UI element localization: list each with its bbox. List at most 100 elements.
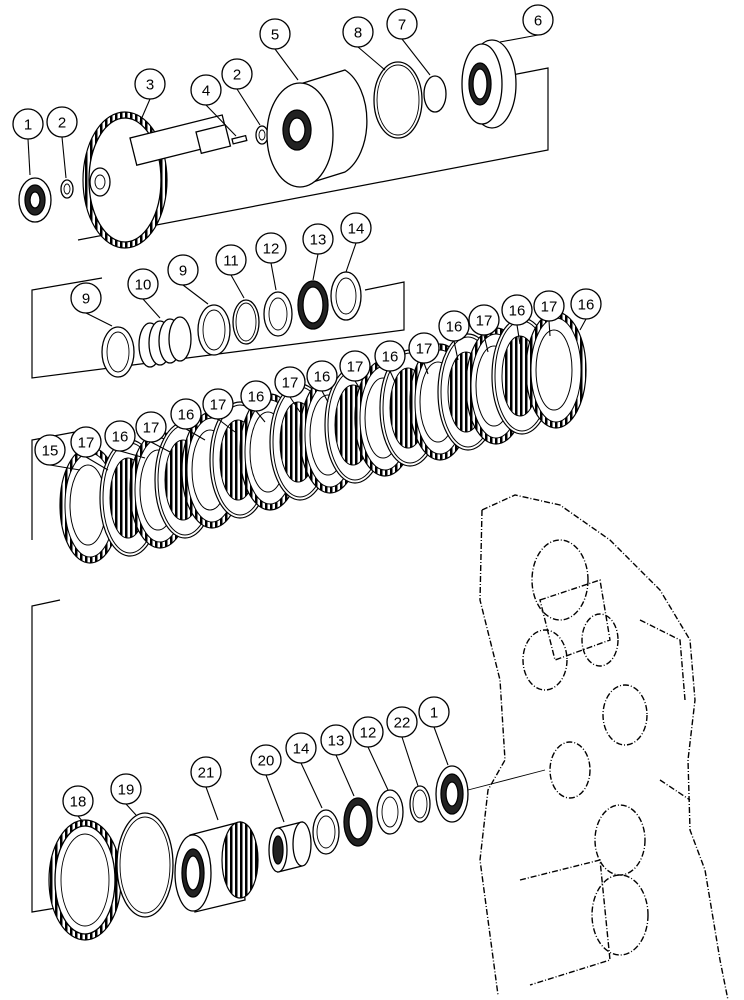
callout-c22: 22 [386,706,418,738]
callout-number: 8 [354,25,362,42]
leader-c19 [125,803,137,816]
callout-number: 12 [263,241,280,258]
washer-12-top [263,291,293,337]
callout-c17h: 17 [533,290,565,322]
leader-c1a [27,138,31,176]
callout-number: 17 [78,435,95,452]
callout-number: 17 [282,375,299,392]
callout-number: 10 [135,277,152,294]
callout-number: 7 [398,17,406,34]
callout-c16f: 16 [438,310,470,342]
callout-c16c: 16 [170,398,202,430]
callout-c3: 3 [134,68,166,100]
seal-ring-9-right [197,304,231,356]
callout-c14a: 14 [340,212,372,244]
callout-c17f: 17 [408,332,440,364]
leader-c8 [357,46,386,71]
callout-c20: 20 [250,744,282,776]
callout-c16d: 16 [306,360,338,392]
callout-number: 18 [70,794,87,811]
callout-number: 11 [223,253,239,270]
leader-lines [27,34,587,823]
leader-c6 [499,34,539,43]
callout-c9a: 9 [70,282,102,314]
callout-number: 14 [293,741,310,758]
callout-c15: 15 [34,434,66,466]
bearing-1-top [18,177,52,223]
callout-number: 2 [233,67,241,84]
callout-c17c: 17 [202,388,234,420]
leader-c16b [255,410,266,423]
callout-number: 1 [24,117,32,134]
clutch-plate-stack [59,311,587,564]
o-ring-7 [423,75,447,113]
callout-number: 9 [179,263,187,280]
callout-number: 17 [541,299,558,316]
callout-c9b: 9 [167,254,199,286]
callout-number: 19 [118,782,135,799]
clutch-drum-5 [266,69,368,188]
leader-c16a [119,450,146,459]
callout-number: 16 [112,429,129,446]
leader-c2a [61,136,67,179]
callout-number: 16 [178,407,195,424]
piston-6 [461,39,517,129]
leader-c12a [270,262,277,291]
transmission-housing [479,494,729,1000]
callout-number: 16 [509,303,526,320]
group-frame-top [77,67,549,241]
leader-c17h [548,320,551,337]
thrust-bearing-13-bottom [343,797,373,847]
leader-c11 [230,274,245,299]
callout-number: 17 [476,313,493,330]
leader-c16d [321,390,329,403]
callout-number: 6 [534,13,542,30]
callout-number: 4 [202,83,210,100]
needle-bearing-20 [268,821,312,873]
callout-number: 16 [248,389,265,406]
callout-number: 17 [143,420,160,437]
thrust-bearing-13-top [297,280,329,330]
gear-hub-21 [174,821,259,913]
callout-c4: 4 [190,74,222,106]
large-ring-8 [373,61,423,139]
callout-number: 5 [271,27,279,44]
callout-c7: 7 [386,8,418,40]
callout-c1a: 1 [12,108,44,140]
callout-number: 12 [360,725,377,742]
leader-c20 [265,774,285,823]
callout-c12a: 12 [255,232,287,264]
leader-c9a [85,312,113,327]
leader-c3 [139,98,151,123]
callout-number: 22 [394,715,411,732]
gear-shaft-3 [82,111,232,249]
leader-c7 [401,38,431,76]
callout-c16a: 16 [104,420,136,452]
callout-c18: 18 [62,785,94,817]
leader-c16e [389,370,396,383]
callout-c16b: 16 [240,380,272,412]
callout-number: 2 [58,115,66,132]
callout-c1b: 1 [418,696,450,728]
leader-c18 [77,815,84,823]
callout-number: 17 [416,341,433,358]
callout-number: 9 [82,291,90,308]
leader-c17c [217,418,236,433]
leader-c21 [205,786,219,821]
snap-ring-22 [409,785,431,823]
leader-c16f [453,340,459,361]
leader-c2b [236,88,261,126]
callout-number: 20 [258,753,275,770]
callout-number: 17 [210,397,227,414]
callout-c12b: 12 [352,716,384,748]
leader-c13a [312,253,319,281]
leader-c4 [205,104,237,137]
callout-c6: 6 [522,4,554,36]
seal-ring-9-left [101,326,135,378]
callout-c8: 8 [342,16,374,48]
callout-c11: 11 [215,244,247,276]
callout-number: 1 [430,705,438,722]
callout-c13a: 13 [302,223,334,255]
